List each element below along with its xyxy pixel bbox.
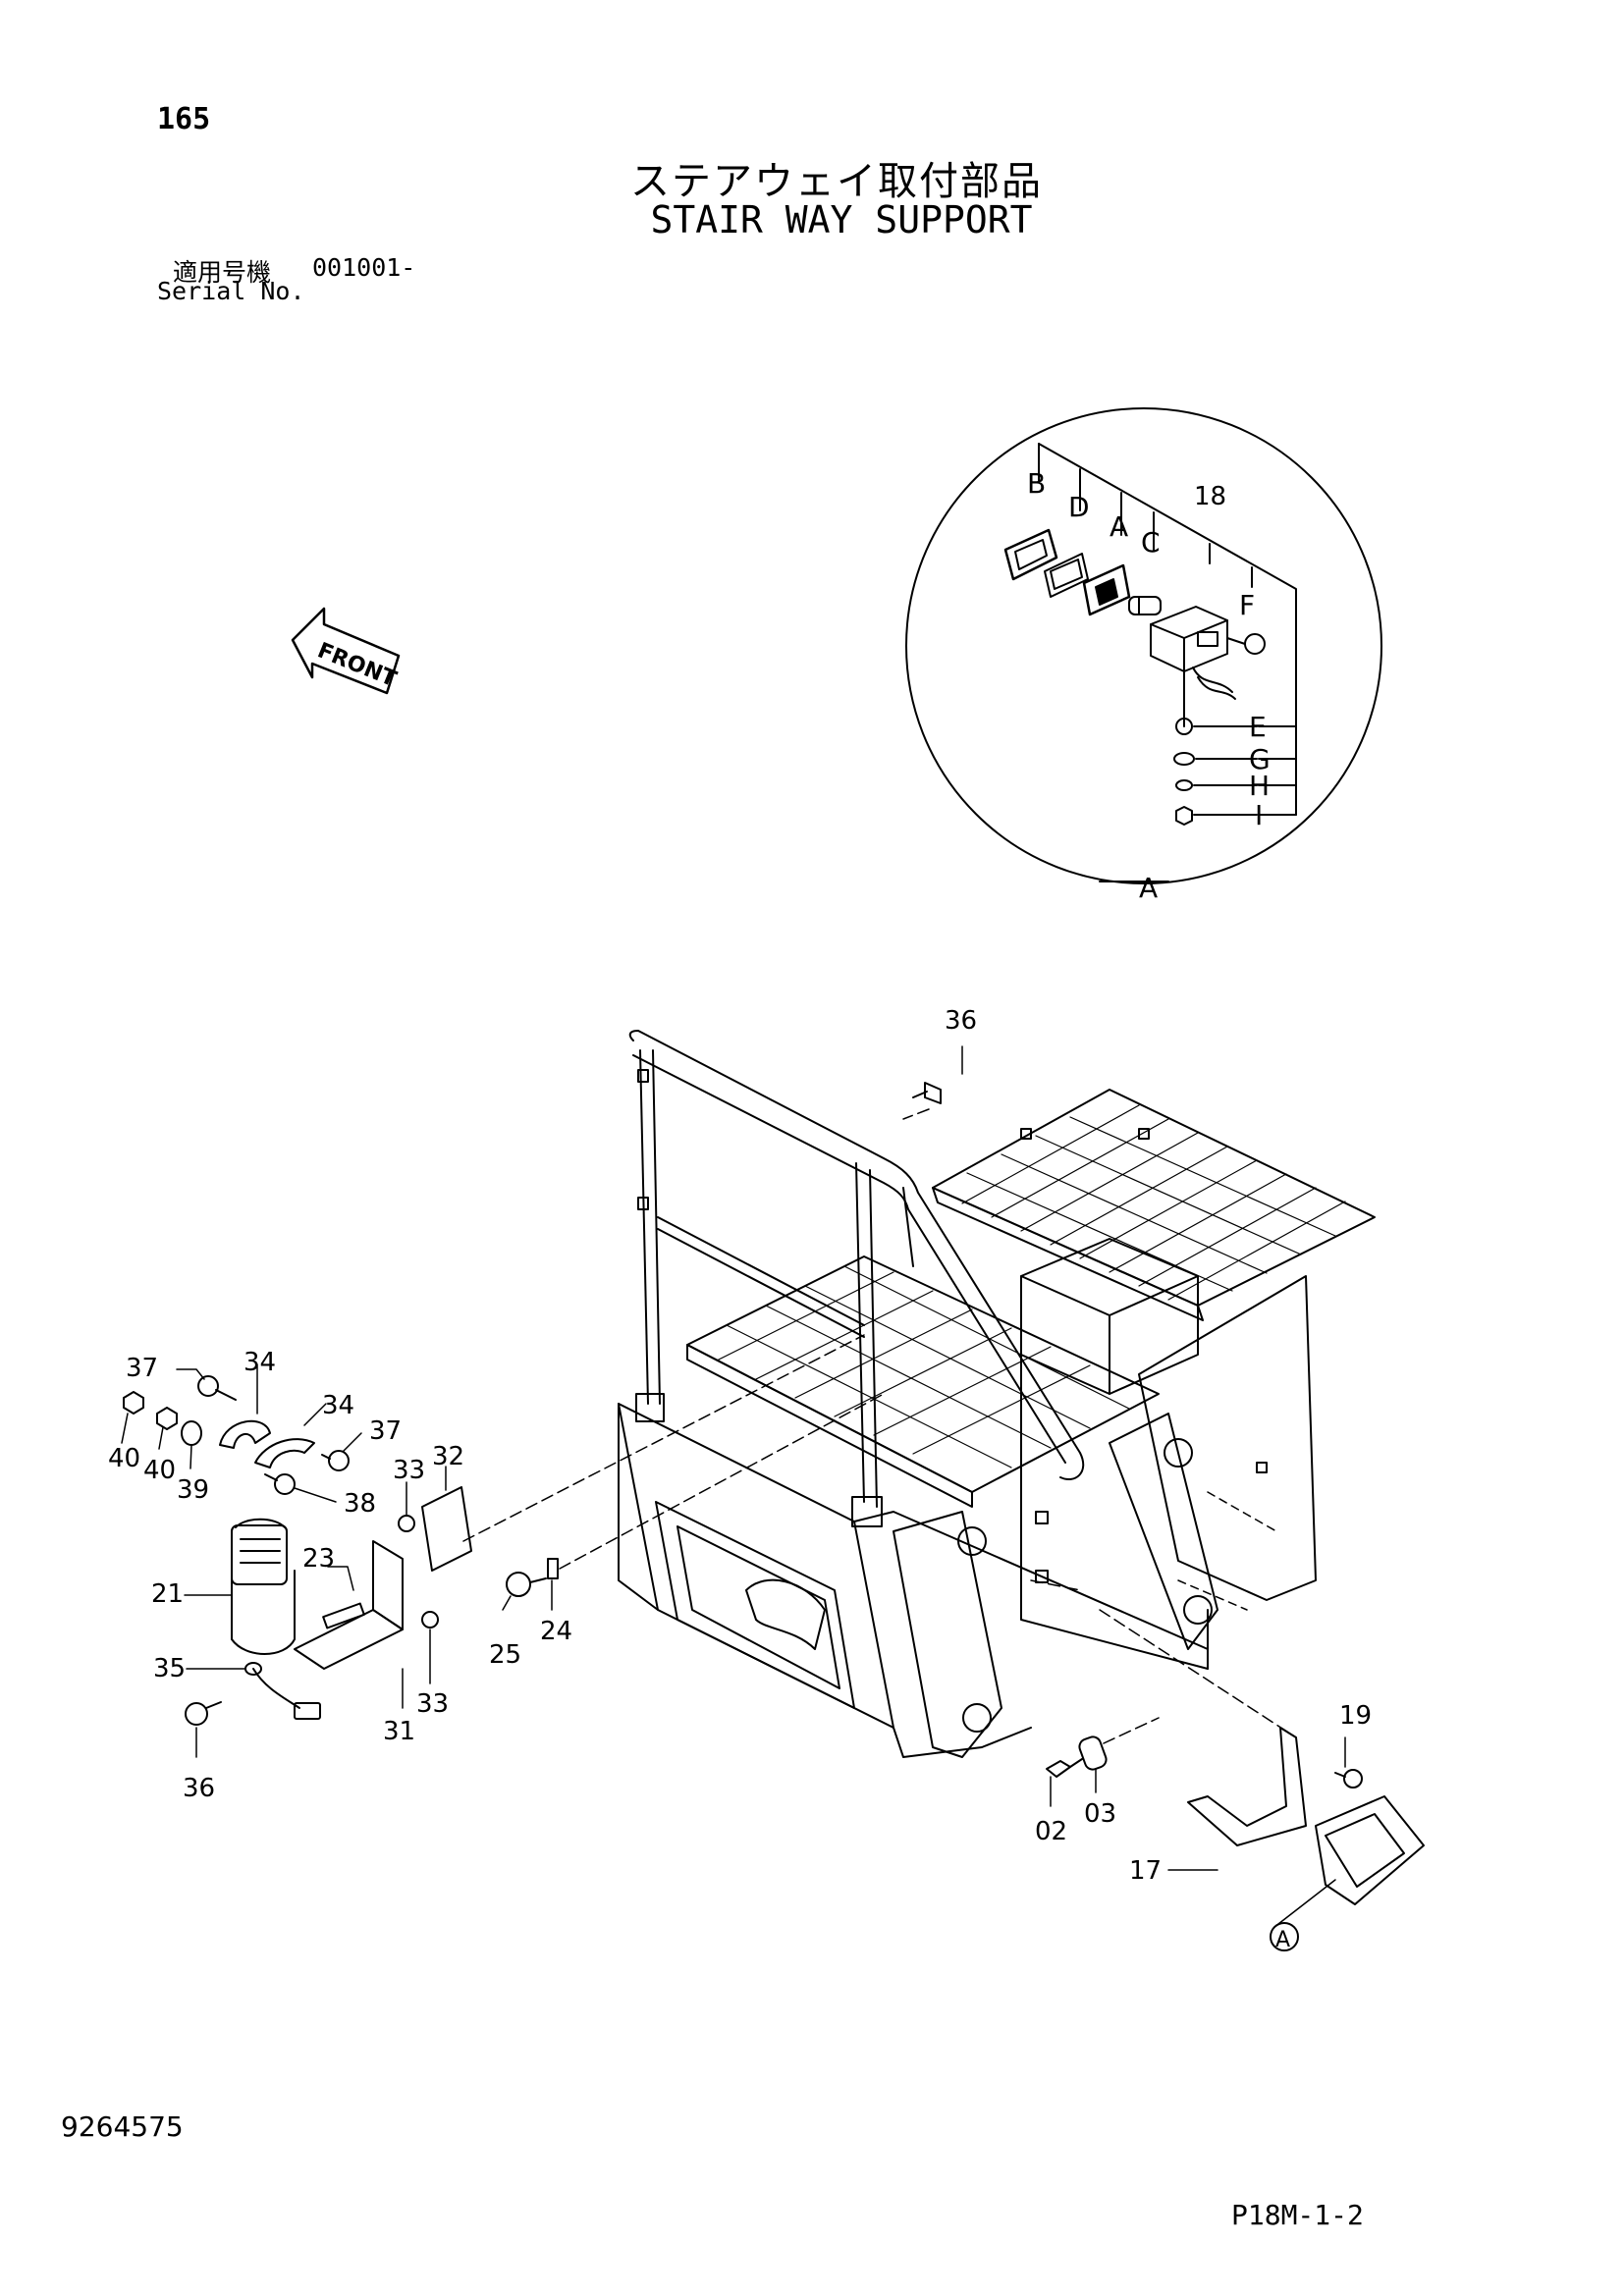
title-english: STAIR WAY SUPPORT	[650, 198, 1033, 241]
lamp-housing-icon	[1150, 606, 1236, 700]
rotating-beacon-assembly	[219, 1419, 472, 1720]
bolt-icon	[506, 1572, 547, 1597]
callout-38: 38	[344, 1489, 376, 1519]
callout-37-right: 37	[369, 1416, 402, 1446]
screw-icon	[1226, 633, 1266, 655]
detail-letter-c: C	[1141, 526, 1161, 559]
detail-parent-part: 18	[1194, 482, 1226, 511]
detail-letter-e: E	[1249, 711, 1267, 743]
detail-letter-a: A	[1110, 510, 1128, 543]
nut-icon	[123, 1391, 144, 1415]
callout-39: 39	[177, 1475, 209, 1505]
title-japanese: ステアウェイ取付部品	[630, 159, 1043, 204]
callout-24: 24	[540, 1617, 572, 1646]
callouts: 36 37 34 34 37 40 40 39 38 33 32 23 21 3…	[108, 1006, 1372, 1952]
bolt-icon	[264, 1473, 296, 1495]
detail-view-a	[905, 407, 1382, 884]
serial-label-english: Serial No.	[157, 277, 305, 305]
washer-icon	[181, 1420, 202, 1446]
lamp-bracket-icon	[1187, 1727, 1307, 1846]
detail-view-label: A	[1139, 872, 1158, 904]
callout-36-top: 36	[945, 1006, 977, 1036]
nut-icon	[156, 1407, 178, 1430]
callout-37-left: 37	[126, 1354, 158, 1383]
callout-35: 35	[153, 1654, 186, 1683]
page-number: 165	[157, 102, 211, 136]
leader-lines	[121, 1045, 1346, 1925]
bolt-icon	[197, 1375, 237, 1401]
callout-40-left: 40	[108, 1444, 140, 1473]
washer-icon	[1173, 752, 1195, 766]
spring-washer-icon	[1175, 779, 1193, 791]
detail-letter-i: I	[1255, 799, 1263, 831]
callout-21: 21	[151, 1579, 184, 1609]
serial-label-japanese: 適用号機	[173, 258, 272, 287]
callout-34-upper: 34	[244, 1348, 276, 1377]
callout-36-bottom: 36	[183, 1774, 215, 1803]
detail-letter-g: G	[1249, 743, 1271, 775]
callout-33-upper: 33	[393, 1456, 425, 1485]
bolt-icon	[1046, 1758, 1083, 1778]
callout-31: 31	[383, 1717, 415, 1746]
bolt-icon	[1334, 1769, 1363, 1789]
clip-icon	[547, 1558, 559, 1579]
detail-letter-b: B	[1027, 467, 1046, 500]
document-number: 9264575	[61, 2110, 184, 2143]
callout-25: 25	[489, 1640, 521, 1670]
callout-02: 02	[1035, 1817, 1067, 1846]
detail-letter-d: D	[1068, 491, 1090, 523]
callout-34-lower: 34	[322, 1391, 354, 1420]
callout-32: 32	[432, 1442, 464, 1471]
nut-icon	[1175, 806, 1193, 826]
bolt-icon	[321, 1450, 350, 1471]
dashed-lines	[462, 1108, 1297, 1744]
lens-icon	[1082, 563, 1131, 616]
stairway-structure	[618, 1030, 1376, 1758]
lock-washer-icon	[1175, 718, 1193, 735]
nut-icon	[421, 1611, 439, 1629]
work-lamp-icon	[1315, 1795, 1425, 1905]
detail-letter-h: H	[1249, 770, 1270, 802]
bulb-icon	[1128, 596, 1162, 615]
callout-19: 19	[1339, 1701, 1372, 1731]
detail-letter-f: F	[1239, 589, 1255, 621]
spacer-icon	[1078, 1735, 1108, 1771]
gasket-icon	[1044, 553, 1089, 598]
detail-marker-circle	[1270, 1922, 1299, 1951]
callout-03: 03	[1084, 1799, 1116, 1829]
bolt-icon	[185, 1701, 222, 1726]
callout-33-lower: 33	[416, 1689, 449, 1719]
page-reference: P18M-1-2	[1231, 2199, 1364, 2231]
serial-value: 001001-	[312, 253, 416, 282]
bolt-icon	[912, 1082, 942, 1104]
front-arrow-icon: FRONT	[291, 607, 401, 695]
callout-40-right: 40	[143, 1456, 176, 1485]
nut-icon	[398, 1515, 415, 1532]
callout-17: 17	[1129, 1856, 1162, 1886]
detail-marker-label: A	[1275, 1928, 1290, 1952]
bezel-icon	[1003, 528, 1058, 581]
callout-23: 23	[302, 1544, 335, 1574]
detail-letters: B D A C F E G H I 18 A	[1027, 467, 1271, 904]
